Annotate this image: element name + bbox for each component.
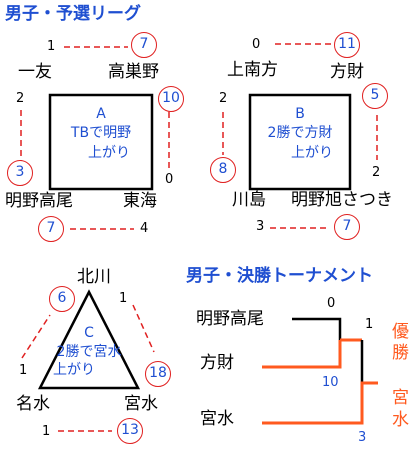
- bracket-final-bottom-score: 3: [358, 430, 367, 445]
- group-a-result-line2: 上がり: [88, 145, 130, 161]
- group-b-team-bottom-left: 川島: [232, 190, 266, 210]
- group-b-score-top-left: 0: [252, 37, 261, 52]
- bracket-semifinal-bottom-score: 10: [322, 375, 339, 390]
- bracket-entrant-2: 方財: [200, 353, 234, 373]
- group-a-team-top-right: 高巣野: [108, 62, 159, 82]
- bracket-final-top-score: 1: [365, 317, 374, 332]
- group-b-score-left-bottom: 8: [210, 157, 236, 183]
- group-c-score-left-bottom: 1: [19, 363, 28, 378]
- group-b-score-right-bottom: 2: [372, 165, 381, 180]
- group-c-letter: C: [84, 325, 94, 341]
- group-c-score-top-left: 6: [49, 286, 75, 312]
- group-c-team-bottom-right: 宮水: [124, 394, 158, 414]
- champion-label-char-1: 優: [392, 322, 409, 342]
- group-b-team-top-left: 上南方: [227, 60, 278, 80]
- group-b-score-bottom-right: 7: [334, 214, 360, 240]
- group-c-team-bottom-left: 名水: [16, 394, 50, 414]
- group-c-triangle: [37, 289, 141, 390]
- group-c-score-bottom-right: 13: [117, 418, 143, 444]
- bracket-semifinal-winner-line: [262, 340, 342, 369]
- bracket-semifinal-top-score: 0: [327, 296, 336, 311]
- group-c-score-right-bottom: 18: [145, 361, 171, 387]
- group-a-result-line1: TBで明野: [70, 125, 132, 141]
- champion-name-char-1: 宮: [392, 388, 409, 408]
- group-b-score-top-right: 11: [334, 32, 360, 58]
- champion-label-char-2: 勝: [392, 343, 409, 363]
- group-a-score-left-bottom: 3: [7, 160, 33, 186]
- group-c-score-top-right: 1: [119, 291, 128, 306]
- group-b-box: [248, 93, 352, 191]
- group-a-score-right-bottom: 0: [165, 172, 174, 187]
- group-b-team-bottom-right: 明野旭さつき: [291, 190, 393, 210]
- group-c-result-line1: 2勝で宮水: [56, 344, 122, 360]
- bracket-top-entrant-line: [292, 317, 342, 340]
- group-b-result-line2: 上がり: [291, 145, 333, 161]
- group-c-result-line2: 上がり: [53, 362, 95, 378]
- group-b-team-top-right: 方財: [330, 62, 364, 82]
- group-a-box: [48, 93, 154, 191]
- group-b-result-line1: 2勝で方財: [267, 125, 333, 141]
- group-a-score-left-top: 2: [16, 91, 25, 106]
- group-c-team-top: 北川: [77, 267, 111, 287]
- group-a-score-bottom-right: 4: [140, 221, 149, 236]
- group-a-letter: A: [96, 106, 106, 122]
- champion-name-char-2: 水: [392, 410, 409, 430]
- group-a-score-right-top: 10: [158, 86, 184, 112]
- group-a-team-top-left: 一友: [18, 62, 52, 82]
- group-c-right-dash: [132, 304, 155, 353]
- group-a-team-bottom-right: 東海: [123, 191, 157, 211]
- group-a-score-top-left: 1: [47, 39, 56, 54]
- group-c-left-dash: [21, 314, 51, 359]
- bracket-entrant-1: 明野高尾: [196, 309, 264, 329]
- group-stage-title: 男子・予選リーグ: [5, 4, 141, 24]
- group-b-score-bottom-left: 3: [256, 219, 265, 234]
- group-a-team-bottom-left: 明野高尾: [5, 191, 73, 211]
- bracket-champion-line: [262, 381, 378, 425]
- group-a-score-bottom-left: 7: [38, 216, 64, 242]
- final-title: 男子・決勝トーナメント: [186, 266, 373, 286]
- bracket-entrant-3: 宮水: [200, 409, 234, 429]
- group-c-score-bottom-left: 1: [42, 424, 51, 439]
- group-b-letter: B: [295, 106, 305, 122]
- group-b-score-right-top: 5: [362, 83, 388, 109]
- group-a-score-top-right: 7: [131, 32, 157, 58]
- group-b-score-left-top: 2: [219, 91, 228, 106]
